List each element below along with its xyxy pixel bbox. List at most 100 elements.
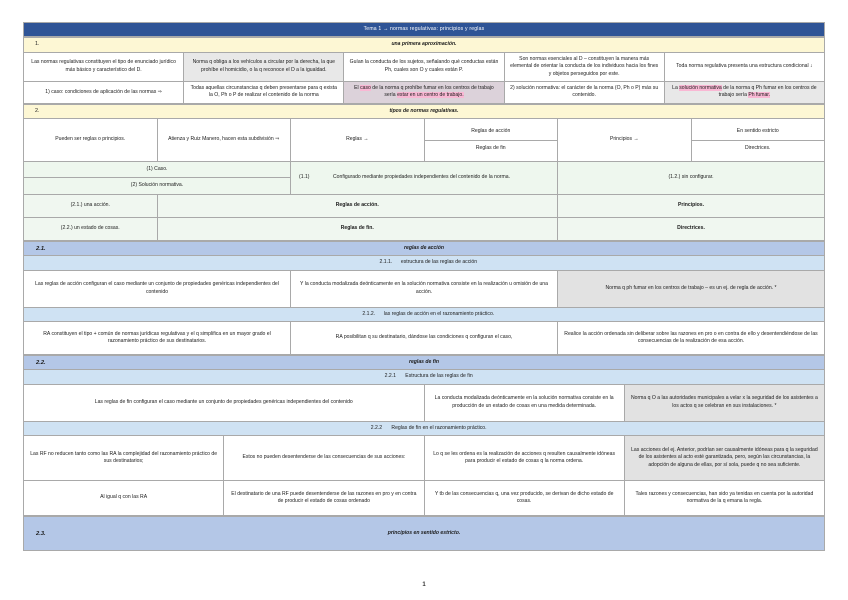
s2-r2-configurado-text: Configurado mediante propiedades indepen… [333,174,510,181]
section-212-text: las reglas de acción en el razonamiento … [383,310,495,317]
section-2-number: 2. [35,107,40,114]
s2-r1-reglas-sub: Reglas de acción Reglas de fin [423,118,558,162]
section-2-row-1: Pueden ser reglas o principios. Atienza … [23,118,825,162]
section-211-row: Las reglas de acción configuran el caso … [23,269,825,308]
s1-r1-c3: Guían la conducta de los sujetos, señala… [343,51,505,82]
s222-r1-c2: Estos no pueden desentenderse de las con… [223,435,425,481]
s2-r2-caso: (1) Caso. [24,162,290,179]
section-2-header-cell: 2. tipos de normas regulativas. [23,103,825,120]
s2-r1-reglas: Reglas → [290,118,425,162]
section-212-number: 2.1.2. [362,310,376,317]
s1-r2-c5-highlight-2: Ph fumar. [748,92,771,99]
s2-r3-principios: Principios. [557,193,825,218]
s2-r1-principios-sub: En sentido estricto Directrices. [690,118,825,162]
section-222-number: 2.2.2 [370,424,383,431]
section-1-row-1: Las normas regulativas constituyen el ti… [22,51,826,82]
section-23-header-cell: 2.3. principios en sentido estricto. [23,515,825,552]
s2-r1-reglas-fin: Reglas de fin [475,144,506,151]
section-212-row: RA constituyen el tipo + común de normas… [23,320,825,355]
section-222-row-2: Al igual q con las RA El destinatario de… [22,480,826,516]
section-221-number: 2.2.1 [384,373,396,380]
section-23-header: 2.3. principios en sentido estricto. [23,515,825,552]
section-22-number: 2.2. [36,359,46,366]
s1-r1-c5: Toda norma regulativa presenta una estru… [663,51,826,82]
section-22-table: 2.2. reglas de fin 2.2.1 Estructura de las… [22,354,826,516]
s1-r2-c5-mid: de la norma q Ph fumar en los centros de… [718,84,817,99]
page-title: Tema 1 → normas regulativas: principios … [23,21,825,38]
section-222-text: Reglas de fin en el razonamiento práctic… [391,424,487,431]
s211-c2: Y la conducta modalizada deónticamente e… [290,269,558,308]
section-221-row: Las reglas de fin configuran el caso med… [23,383,826,422]
section-1-header: 1. una primera aproximación. [23,37,825,53]
section-221-cell: 2.2.1 Estructura de las reglas de fin [23,369,825,385]
section-1-table: 1. una primera aproximación. Las normas r… [22,37,826,104]
s211-c3-example: Norma q ph fumar en los centros de traba… [557,269,825,308]
section-2-row-3: (2.1.) una acción. Reglas de acción. Pri… [23,193,825,218]
section-211-number: 2.1.1. [379,259,393,266]
s212-c2: RA posibilitan q su destinatario, dándos… [290,320,558,355]
s222-r1-c1: Las RF no reducen tanto como las RA la c… [22,435,225,481]
section-22-header: 2.2. reglas de fin [23,354,825,371]
title-table: Tema 1 → normas regulativas: principios … [23,21,825,38]
section-2-table: 2. tipos de normas regulativas. Pueden se… [23,103,825,241]
s1-r2-c3-highlight-1: caso [360,84,371,91]
section-21-header: 2.1.reglas de acción [23,240,825,257]
section-2-heading: tipos de normas regulativas. [389,107,459,114]
s2-r1-directrices: Directrices. [745,144,771,151]
section-22-header-cell: 2.2. reglas de fin [23,354,825,371]
s221-c2: La conducta modalizada deónticamente en … [423,383,625,422]
section-23-number: 2.3. [36,531,46,537]
s2-r1-principios: Principios → [557,118,692,162]
s2-r3-reglas-accion: Reglas de acción. [156,193,558,218]
section-23-table: 2.3. principios en sentido estricto. [23,515,825,552]
s1-r2-c5-highlight-1: solución normativa [679,84,722,91]
section-23-heading: principios en sentido estricto. [387,530,461,536]
s222-r2-c3: Y tb de las consecuencias q, una vez pro… [423,480,625,516]
s2-r2-configurado-num: (1.1) [299,174,310,181]
section-1-heading: una primera aproximación. [391,41,457,48]
s1-r2-caso-label: 1) caso: condiciones de aplicación de la… [22,80,185,104]
section-21-table: 2.1.reglas de acción 2.1.1. estructura de… [23,240,825,355]
section-2-row-2: (1) Caso. (2) Solución normativa. (1.1) C… [23,161,825,195]
s1-r2-c3-pre: El [354,84,361,91]
s222-r2-c4: Tales razones y consecuencias, han sido … [623,480,826,516]
s2-r1-reglas-accion: Reglas de acción [424,124,557,141]
s2-r4-reglas-fin: Reglas de fin. [156,216,558,241]
section-221-subheader: 2.2.1 Estructura de las reglas de fin [23,369,825,385]
section-222-subheader: 2.2.2 Reglas de fin en el razonamiento pr… [23,420,825,437]
s221-c3-example: Norma q O a las autoridades municipales … [623,383,826,422]
s2-r1-sentido-estricto: En sentido estricto [691,124,824,141]
section-21-heading: reglas de acción [404,244,444,251]
s2-r2-sin-configurar: (1.2.) sin configurar. [557,161,825,195]
s222-r1-c3: Lo q se les ordena es la realización de … [423,435,625,481]
section-1-row-2: 1) caso: condiciones de aplicación de la… [22,80,826,104]
s222-r2-c1: Al igual q con las RA [22,480,225,516]
section-1-number: 1. [35,41,40,48]
s1-r2-solucion-example: La solución normativa de la norma q Ph f… [663,80,826,104]
s2-r3-una-accion: (2.1.) una acción. [23,193,158,218]
section-222-row-1: Las RF no reducen tanto como las RA la c… [22,435,826,481]
s2-r1-c2: Atienza y Ruiz Manero, hacen esta subdiv… [156,118,291,162]
s221-c1: Las reglas de fin configuran el caso med… [23,383,425,422]
s212-c3: Realice la acción ordenada sin deliberar… [557,320,825,355]
s2-r1-c1: Pueden ser reglas o principios. [23,118,158,162]
s1-r2-c3-highlight-2: estar en un centro de trabajo. [397,92,464,99]
page-number: 1 [422,582,426,588]
s2-r2-configurado: (1.1) Configurado mediante propiedades in… [290,161,558,195]
section-211-cell: 2.1.1. estructura de las reglas de acción [23,255,825,271]
s1-r2-caso-example: El caso de la norma q prohíbe fumar en l… [343,80,505,104]
section-222-cell: 2.2.2 Reglas de fin en el razonamiento pr… [23,420,825,437]
section-22-heading: reglas de fin [408,358,439,365]
s222-r1-c4: Las acciones del ej. Anterior, podrían s… [623,435,826,481]
section-211-text: estructura de las reglas de acción [400,259,478,266]
section-221-text: Estructura de las reglas de fin [405,373,473,380]
s1-r1-c2: Norma q obliga a los vehículos a circula… [183,51,345,82]
section-211-subheader: 2.1.1. estructura de las reglas de acción [23,255,825,271]
s212-c1: RA constituyen el tipo + común de normas… [23,320,291,355]
s222-r2-c2: El destinatario de una RF puede desenten… [223,480,425,516]
s2-r2-solucion-normativa: (2) Solución normativa. [130,182,184,189]
s211-c1: Las reglas de acción configuran el caso … [23,269,291,308]
section-212-subheader: 2.1.2. las reglas de acción en el razonam… [23,306,825,322]
section-212-cell: 2.1.2. las reglas de acción en el razonam… [23,306,825,322]
s2-r2-caso-solucion: (1) Caso. (2) Solución normativa. [23,161,291,195]
